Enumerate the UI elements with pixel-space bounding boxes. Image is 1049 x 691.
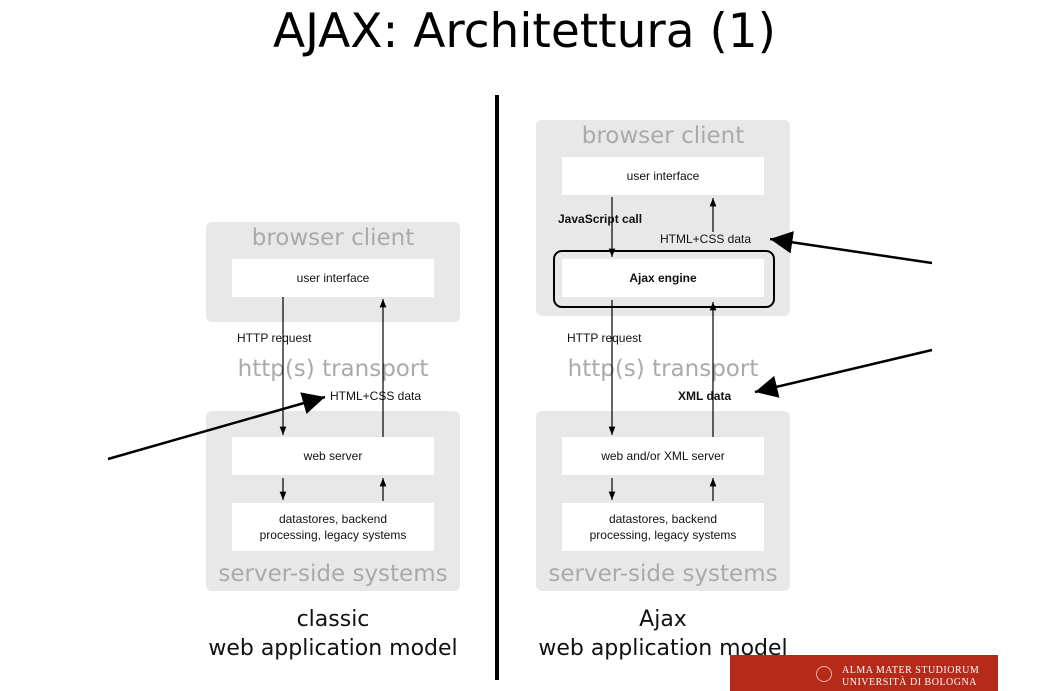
logo-line1: ALMA MATER STUDIORUM bbox=[842, 665, 980, 676]
logo-line2: UNIVERSITÀ DI BOLOGNA bbox=[842, 677, 977, 688]
classic-caption-line1: classic bbox=[296, 607, 370, 632]
ajax-user-interface-box: user interface bbox=[562, 157, 764, 195]
ajax-transport-label: http(s) transport bbox=[567, 356, 759, 382]
pointer-arrow-classic-data bbox=[107, 392, 326, 461]
center-divider bbox=[495, 95, 499, 680]
ajax-web-xml-server-box: web and/or XML server bbox=[562, 437, 764, 475]
ajax-datastores-line2: processing, legacy systems bbox=[589, 528, 737, 542]
classic-html-css-data-label: HTML+CSS data bbox=[330, 389, 422, 403]
ajax-server-side-label: server-side systems bbox=[548, 561, 778, 587]
classic-caption-line2: web application model bbox=[208, 635, 458, 661]
classic-datastores-line2: processing, legacy systems bbox=[259, 528, 407, 542]
classic-user-interface-label: user interface bbox=[296, 270, 370, 285]
ajax-html-css-data-label: HTML+CSS data bbox=[660, 232, 752, 246]
ajax-browser-client-label: browser client bbox=[581, 123, 745, 149]
ajax-caption-line1: Ajax bbox=[639, 607, 687, 632]
ajax-web-xml-server-label: web and/or XML server bbox=[601, 448, 725, 463]
classic-transport-label: http(s) transport bbox=[237, 356, 429, 382]
ajax-javascript-call-label: JavaScript call bbox=[558, 212, 643, 226]
classic-datastores-line1: datastores, backend bbox=[278, 511, 388, 526]
classic-http-request-label: HTTP request bbox=[237, 331, 312, 345]
classic-datastores-box: datastores, backend processing, legacy s… bbox=[232, 503, 434, 551]
ajax-caption: Ajax web application model bbox=[526, 606, 800, 663]
slide-title: AJAX: Architettura (1) bbox=[272, 4, 777, 59]
ajax-xml-data-label: XML data bbox=[678, 389, 732, 403]
ajax-datastores-line1: datastores, backend bbox=[608, 511, 718, 526]
pointer-arrow-ajax-xml bbox=[754, 348, 933, 398]
classic-caption: classic web application model bbox=[196, 606, 470, 663]
classic-web-server-box: web server bbox=[232, 437, 434, 475]
pointer-arrow-ajax-html bbox=[769, 231, 933, 265]
classic-user-interface-box: user interface bbox=[232, 259, 434, 297]
ajax-engine-highlight bbox=[553, 250, 775, 308]
ajax-user-interface-label: user interface bbox=[626, 168, 700, 183]
ajax-engine-label: Ajax engine bbox=[629, 270, 697, 285]
ajax-http-request-label: HTTP request bbox=[567, 331, 642, 345]
ajax-datastores-box: datastores, backend processing, legacy s… bbox=[562, 503, 764, 551]
classic-server-side-label: server-side systems bbox=[218, 561, 448, 587]
ajax-engine-box: Ajax engine bbox=[562, 259, 764, 297]
classic-browser-client-label: browser client bbox=[251, 225, 415, 251]
seal-icon bbox=[816, 666, 832, 682]
classic-web-server-label: web server bbox=[303, 448, 363, 463]
university-logo: ALMA MATER STUDIORUM UNIVERSITÀ DI BOLOG… bbox=[730, 655, 998, 691]
